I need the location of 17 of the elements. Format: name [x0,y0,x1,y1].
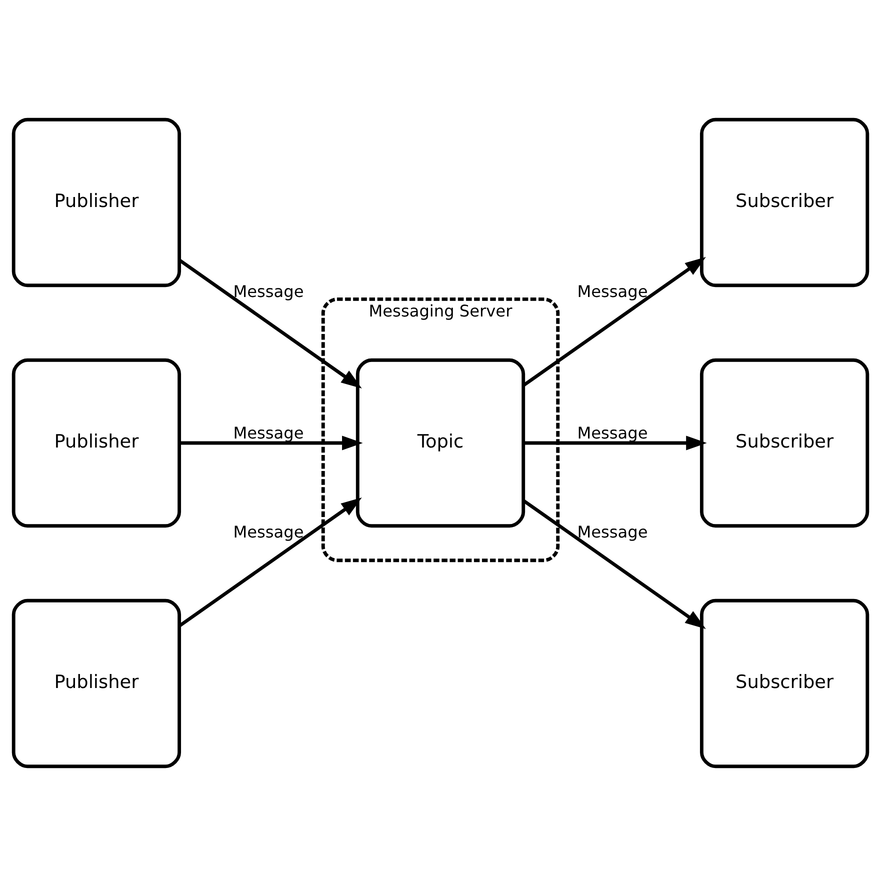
arrow [523,436,706,450]
arrow [178,436,362,450]
node-box: Subscriber [699,118,869,288]
arrow [522,499,706,629]
edge-label: Message [232,282,304,302]
edge-label: Message [232,522,304,542]
edge-label: Message [232,424,304,443]
arrow [522,257,706,387]
edge-label: Message [576,522,648,542]
node-box: Publisher [11,358,181,528]
node-box: Topic [355,358,525,528]
edge-label: Message [576,424,648,443]
node-box: Publisher [11,598,181,768]
node-box: Subscriber [699,358,869,528]
edge-label: Message [576,282,648,302]
node-box: Subscriber [699,598,869,768]
node-box: Publisher [11,118,181,288]
